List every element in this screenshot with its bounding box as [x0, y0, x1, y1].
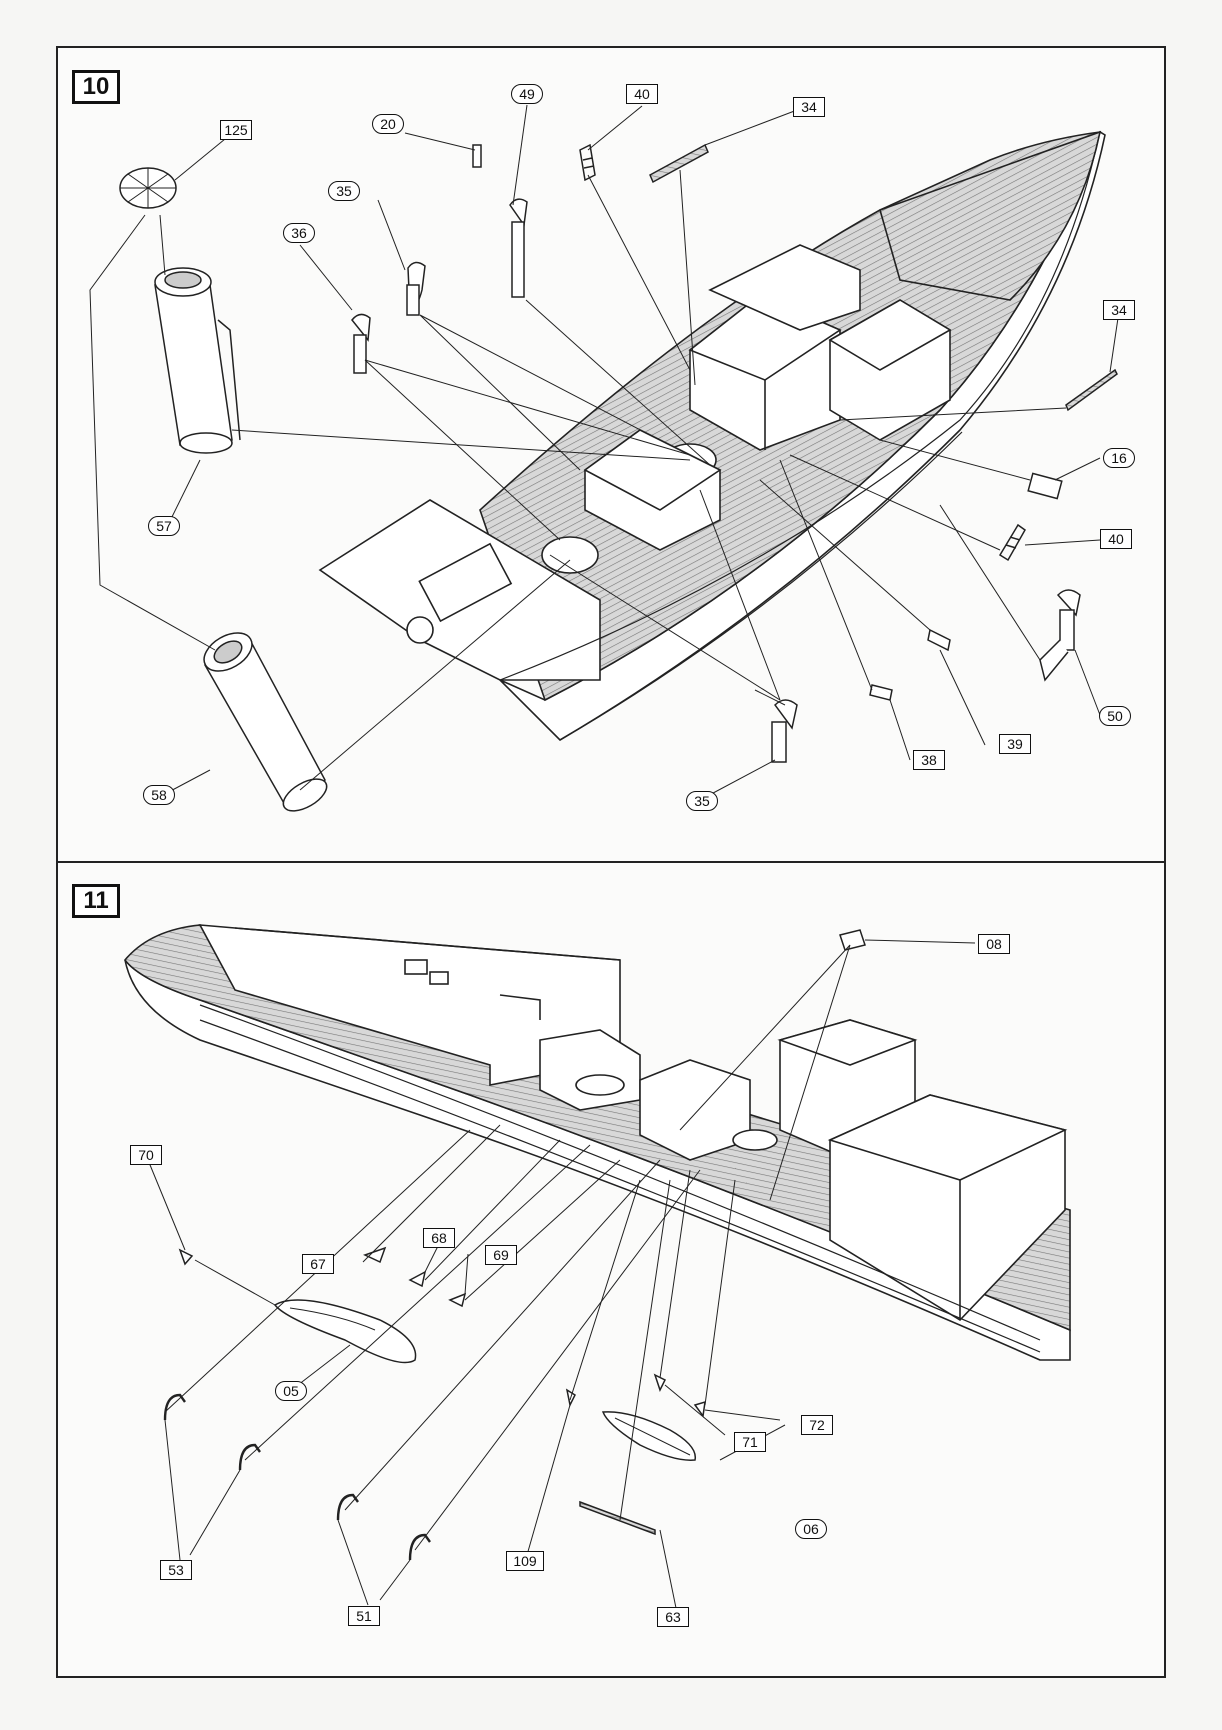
part-51-davit-a	[238, 1443, 261, 1471]
callout-49: 49	[511, 84, 543, 104]
part-50-cowl	[1056, 589, 1081, 617]
callout-57: 57	[148, 516, 180, 536]
part-40-ladder-a	[579, 143, 596, 182]
step-10-number: 10	[72, 70, 120, 104]
part-125-lamp	[119, 167, 177, 209]
callout-16: 16	[1103, 448, 1135, 468]
callout-53: 53	[160, 1560, 192, 1580]
part-58-funnel	[203, 632, 328, 812]
part-70-chock	[178, 1248, 194, 1266]
part-53-davit	[163, 1393, 186, 1421]
part-68-chock	[408, 1270, 427, 1288]
callout-68: 68	[423, 1228, 455, 1248]
part-49-cowl	[509, 198, 528, 228]
part-49-cowl-stem	[511, 221, 525, 298]
callout-35-top: 35	[328, 181, 360, 201]
callout-08: 08	[978, 934, 1010, 954]
callout-69: 69	[485, 1245, 517, 1265]
part-20-pin	[472, 144, 482, 168]
callout-38: 38	[913, 750, 945, 770]
part-72-chock	[693, 1400, 706, 1418]
callout-20: 20	[372, 114, 404, 134]
part-69-chock	[448, 1292, 467, 1308]
part-35-cowl-a-stem	[406, 284, 420, 316]
part-08-reel	[839, 929, 866, 951]
callout-67: 67	[302, 1254, 334, 1274]
callout-109: 109	[506, 1551, 544, 1571]
step10-leaders	[89, 104, 1119, 801]
step10-funnel-hole-aft	[541, 536, 599, 574]
part-63-oars	[579, 1500, 656, 1536]
callout-70: 70	[130, 1145, 162, 1165]
part-50-cowl-stem	[1059, 609, 1075, 651]
callout-51: 51	[348, 1606, 380, 1626]
callout-72: 72	[801, 1415, 833, 1435]
part-51-davit-c	[408, 1533, 431, 1561]
step11-funnel-hole-aft	[575, 1074, 625, 1096]
part-35-cowl-b-stem	[771, 721, 787, 763]
callout-40-right: 40	[1100, 529, 1132, 549]
callout-34-top: 34	[793, 97, 825, 117]
step11-funnel-hole-fwd	[732, 1129, 778, 1151]
part-51-davit-b	[336, 1493, 359, 1521]
step11-hull	[123, 924, 1071, 1361]
callout-58: 58	[143, 785, 175, 805]
step-11-number: 11	[72, 884, 120, 918]
callout-05: 05	[275, 1381, 307, 1401]
step11-deckhouse-mid	[539, 1029, 641, 1111]
callout-125: 125	[220, 120, 252, 140]
part-40-ladder-b	[998, 523, 1026, 562]
part-57-funnel	[154, 267, 241, 454]
part-36-cowl	[351, 313, 371, 342]
callout-63: 63	[657, 1607, 689, 1627]
part-34-rail-b	[1065, 368, 1118, 412]
step10-hull	[318, 130, 1106, 742]
part-38-bracket	[869, 684, 893, 701]
step11-parts	[163, 929, 866, 1561]
callout-50: 50	[1099, 706, 1131, 726]
callout-34-right: 34	[1103, 300, 1135, 320]
step10-stern-hole	[406, 616, 434, 644]
callout-71: 71	[734, 1432, 766, 1452]
step10-hatch	[418, 542, 513, 623]
callout-36: 36	[283, 223, 315, 243]
step10-parts	[119, 143, 1118, 812]
part-16-block	[1027, 472, 1063, 500]
part-34-rail-a	[649, 143, 709, 184]
step10-forecastle	[879, 130, 1102, 301]
part-39-bracket	[927, 628, 951, 652]
callout-40-top: 40	[626, 84, 658, 104]
step10-mast-house	[708, 244, 861, 331]
callout-06: 06	[795, 1519, 827, 1539]
callout-35-bottom: 35	[686, 791, 718, 811]
part-35-cowl-b	[774, 699, 798, 730]
callout-39: 39	[999, 734, 1031, 754]
part-05-boat	[273, 1299, 417, 1364]
part-67-chock	[363, 1246, 387, 1264]
part-36-cowl-stem	[353, 334, 367, 374]
